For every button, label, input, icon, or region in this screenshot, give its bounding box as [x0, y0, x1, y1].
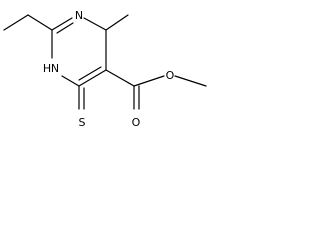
- ring-bond-c6-n1: [61, 75, 80, 87]
- atom-n-left: N: [51, 62, 59, 75]
- ethyl-ch2-bond: [27, 14, 53, 31]
- ester-c5-carbon-bond: [105, 69, 135, 87]
- atom-s-thione: S: [79, 116, 86, 129]
- ring-bond-c5-c6-double: [78, 66, 102, 81]
- ester-methyl-bond: [174, 75, 207, 87]
- ester-o-bond: [133, 75, 165, 87]
- atom-n-top: N: [75, 9, 83, 22]
- molecule-structure: N N H O O S: [3, 9, 207, 129]
- ethyl-ch3-bond: [3, 14, 29, 31]
- ring-bond-n3-c4: [83, 17, 107, 31]
- atom-o-ester: O: [166, 69, 175, 82]
- atom-o-carbonyl: O: [132, 116, 141, 129]
- ring-bond-c2-n3-double: [56, 22, 74, 34]
- methyl-bond: [105, 14, 129, 31]
- atom-h-on-n-left: H: [43, 62, 51, 75]
- ring-bond-c5-c6: [78, 69, 107, 87]
- ring-bond-c2-n3: [51, 17, 73, 31]
